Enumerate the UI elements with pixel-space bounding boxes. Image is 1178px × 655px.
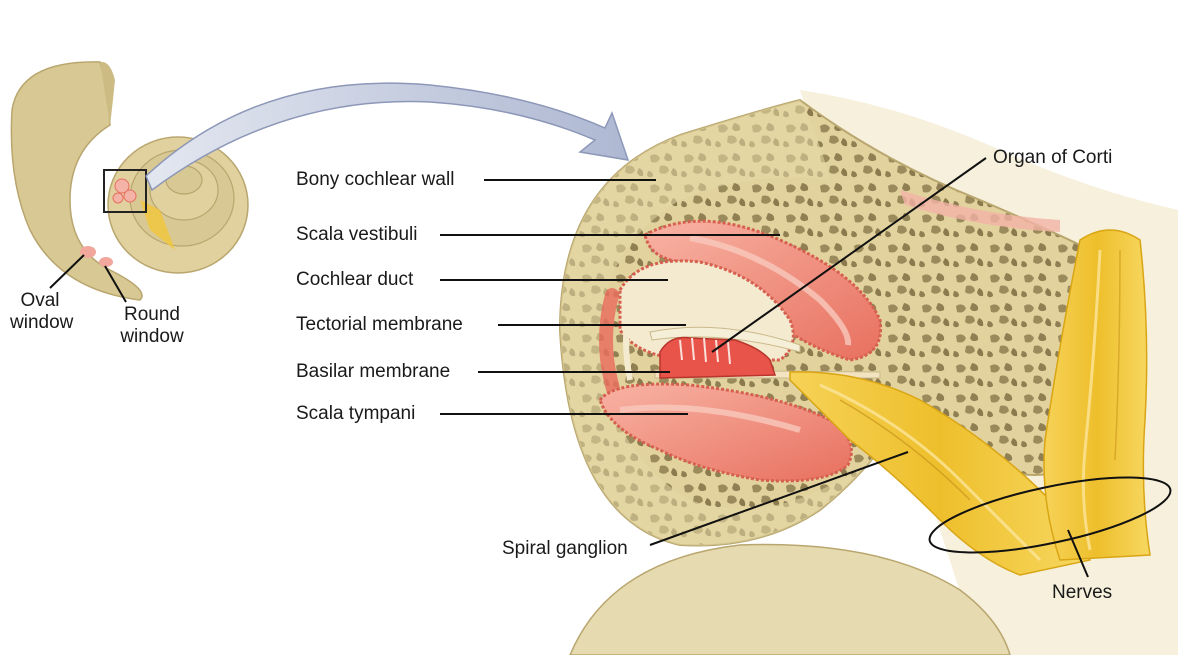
label-scala-vestibuli: Scala vestibuli <box>296 224 418 245</box>
label-round-window-line2: window <box>120 326 184 347</box>
organ-of-corti-shape <box>659 336 777 379</box>
label-oval-window-line1: Oval <box>20 290 60 311</box>
leader-round-window <box>104 265 127 303</box>
label-basilar-membrane: Basilar membrane <box>296 361 451 382</box>
cross-section <box>558 90 1178 655</box>
zoom-box <box>103 169 147 213</box>
label-round-window: Round window <box>112 304 192 348</box>
label-oval-window-line2: window <box>10 312 74 333</box>
leader-spiral-ganglion <box>649 451 909 546</box>
small-cochlea <box>10 61 249 301</box>
label-organ-of-corti: Organ of Corti <box>993 147 1113 168</box>
label-round-window-line1: Round <box>124 304 180 325</box>
label-bony-cochlear-wall: Bony cochlear wall <box>296 169 455 190</box>
leader-nerves <box>1067 529 1089 578</box>
zoom-arrow <box>145 82 630 192</box>
label-cochlear-duct: Cochlear duct <box>296 269 414 290</box>
leader-oval-window <box>49 254 85 289</box>
label-oval-window: Oval window <box>10 290 74 334</box>
label-nerves: Nerves <box>1052 582 1113 603</box>
label-spiral-ganglion: Spiral ganglion <box>502 538 628 559</box>
leader-organ-of-corti <box>711 157 987 353</box>
label-tectorial-membrane: Tectorial membrane <box>296 314 463 335</box>
label-scala-tympani: Scala tympani <box>296 403 416 424</box>
leader-lines <box>49 157 1089 578</box>
round-window-shape <box>99 257 113 267</box>
